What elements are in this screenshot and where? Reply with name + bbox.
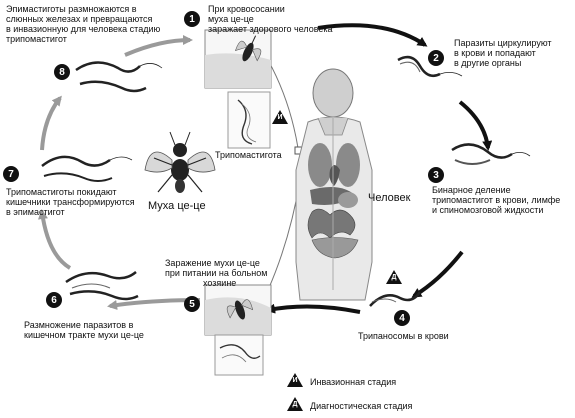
stage-text-6: Размножение паразитов в кишечном тракте …	[24, 320, 144, 340]
inset-trypomastigote	[227, 91, 271, 149]
stage-text-7-line-1: Трипомастиготы покидают	[6, 187, 117, 197]
stage-text-3: Бинарное деление трипомастигот в крови, …	[432, 185, 560, 215]
stage-text-6-line-1: Размножение паразитов в	[24, 320, 134, 330]
trypanosome-icon-8	[75, 61, 163, 93]
connector-line-1	[267, 59, 299, 149]
arrow-fly-8-1	[124, 35, 193, 57]
stage-text-3-line-2: трипомастигот в крови, лимфе	[432, 195, 561, 205]
arrow-human-2-3	[458, 100, 493, 151]
stage-text-1: При кровососании муха це-це заражает здо…	[208, 4, 333, 34]
stage-text-2-line-1: Паразиты циркулируют	[454, 38, 552, 48]
arrow-fly-7-8	[40, 95, 62, 151]
arrow-human-3-4	[411, 250, 464, 298]
stage-text-8-line-1: Эпимастиготы размножаются в	[6, 4, 137, 14]
stage-text-1-line-2: муха це-це	[208, 14, 254, 24]
trypanosome-icon-4	[369, 291, 422, 307]
stage-text-8-line-4: трипомастигот	[6, 34, 67, 44]
stage-text-5: Заражение мухи це-це при питании на боль…	[165, 258, 267, 288]
fly-label: Муха це-це	[148, 200, 206, 212]
stage-text-7: Трипомастиготы покидают кишечники трансф…	[6, 187, 135, 217]
stage-text-6-line-2: кишечном тракте мухи це-це	[24, 330, 144, 340]
inset-fly-feeding	[204, 284, 272, 376]
trypanosome-icon-6	[65, 271, 139, 301]
stage-text-4-line-1: Трипаносомы в крови	[358, 331, 449, 341]
stage-text-5-line-3: хозяине	[203, 278, 237, 288]
stage-badge-2: 2	[428, 50, 444, 66]
stage-text-5-line-2: при питании на больном	[165, 268, 268, 278]
human-label: Человек	[368, 192, 411, 204]
stage-text-8: Эпимастиготы размножаются в слюнных желе…	[6, 4, 160, 44]
connector-line-2	[267, 179, 301, 291]
stage-text-2-line-3: в другие органы	[454, 58, 522, 68]
legend-diagnostic-icon: Д	[287, 397, 303, 411]
stage-text-7-line-3: в эпимастигот	[6, 207, 65, 217]
arrow-fly-6-7	[38, 209, 72, 270]
human-body-icon	[295, 68, 373, 301]
stage-badge-8: 8	[54, 64, 70, 80]
stage-text-1-line-1: При кровососании	[208, 4, 285, 14]
stage-text-2: Паразиты циркулируют в крови и попадают …	[454, 38, 552, 68]
stage-text-8-line-2: слюнных железах и превращаются	[6, 14, 153, 24]
invasive-stage-marker: И	[272, 110, 288, 124]
stage-text-7-line-2: кишечники трансформируются	[6, 197, 135, 207]
stage-text-8-line-3: в инвазионную для человека стадию	[6, 24, 161, 34]
trypomastigote-label: Трипомастигота	[215, 150, 282, 160]
stage-text-3-line-1: Бинарное деление	[432, 185, 511, 195]
stage-text-5-line-1: Заражение мухи це-це	[165, 258, 260, 268]
tsetse-fly-icon	[144, 131, 216, 193]
inset-fly-biting	[204, 29, 272, 89]
stage-text-2-line-2: в крови и попадают	[454, 48, 536, 58]
stage-badge-7: 7	[3, 166, 19, 182]
trypanosome-icon-3	[451, 143, 531, 165]
stage-badge-6: 6	[46, 292, 62, 308]
diagnostic-stage-marker: Д	[386, 270, 402, 284]
arrow-human-1-2	[317, 23, 428, 47]
arrow-human-4-5	[265, 303, 361, 314]
trypanosome-icon-2	[397, 55, 463, 77]
stage-badge-5: 5	[184, 296, 200, 312]
stage-badge-1: 1	[184, 11, 200, 27]
legend-invasive-icon: И	[287, 373, 303, 387]
legend-invasive-text: Инвазионная стадия	[310, 377, 397, 387]
stage-text-4: Трипаносомы в крови	[358, 331, 449, 341]
legend-diagnostic-text: Диагностическая стадия	[310, 401, 413, 411]
stage-text-1-line-3: заражает здорового человека	[208, 24, 333, 34]
stage-badge-4: 4	[394, 310, 410, 326]
stage-badge-3: 3	[428, 167, 444, 183]
trypanosome-icon-7	[41, 155, 133, 182]
stage-text-3-line-3: и спиномозговой жидкости	[432, 205, 544, 215]
